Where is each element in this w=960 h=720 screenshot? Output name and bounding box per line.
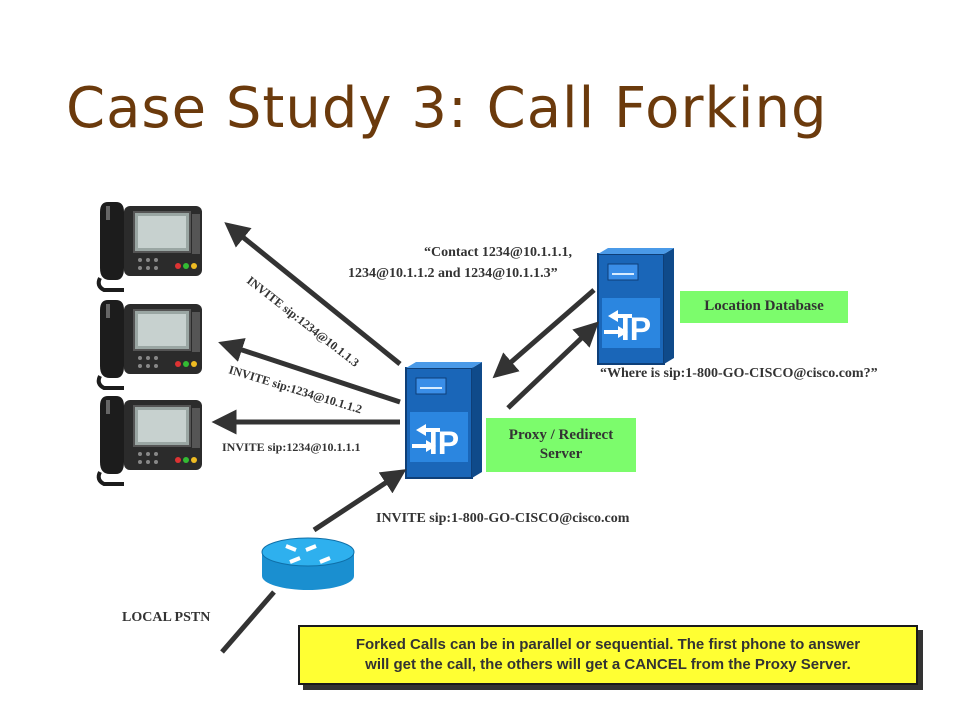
note-line-1: Forked Calls can be in parallel or seque… bbox=[355, 636, 861, 653]
proxy-label-line2: Server bbox=[539, 446, 583, 462]
local-pstn-label: LOCAL PSTN bbox=[122, 610, 211, 625]
contact-label-line2: 1234@10.1.1.2 and 1234@10.1.1.3” bbox=[348, 266, 558, 281]
ip-phone-2-icon bbox=[96, 298, 204, 390]
pstn-link bbox=[220, 590, 276, 654]
invite-label-2: INVITE sip:1234@10.1.1.2 bbox=[227, 362, 364, 416]
invite-arrow-phone-3 bbox=[224, 222, 402, 366]
proxy-server-icon: IP bbox=[405, 361, 483, 479]
contact-label-line1: “Contact 1234@10.1.1.1, bbox=[424, 245, 572, 260]
contact-response-arrow bbox=[492, 288, 596, 379]
invite-main-label: INVITE sip:1-800-GO-CISCO@cisco.com bbox=[376, 511, 630, 526]
location-database-label: Location Database bbox=[704, 298, 824, 315]
proxy-label-line1: Proxy / Redirect bbox=[508, 426, 614, 443]
note-line-2: will get the call, the others will get a… bbox=[365, 656, 851, 673]
ip-phone-1-icon bbox=[96, 394, 204, 486]
ip-phone-3-icon bbox=[96, 200, 204, 292]
forking-note: Forked Calls can be in parallel or seque… bbox=[298, 625, 918, 685]
slide-title: Case Study 3: Call Forking bbox=[66, 76, 828, 141]
router-icon bbox=[261, 537, 355, 590]
invite-label-1: INVITE sip:1234@10.1.1.1 bbox=[222, 440, 361, 454]
location-query-arrow bbox=[506, 321, 600, 410]
proxy-server-box: Proxy / Redirect Server bbox=[486, 418, 636, 472]
invite-arrow-phone-2 bbox=[218, 338, 401, 405]
where-is-label: “Where is sip:1-800-GO-CISCO@cisco.com?” bbox=[600, 366, 878, 381]
invite-arrow-pstn bbox=[312, 469, 407, 533]
location-database-box: Location Database bbox=[680, 291, 848, 323]
location-server-icon: IP bbox=[597, 247, 675, 365]
